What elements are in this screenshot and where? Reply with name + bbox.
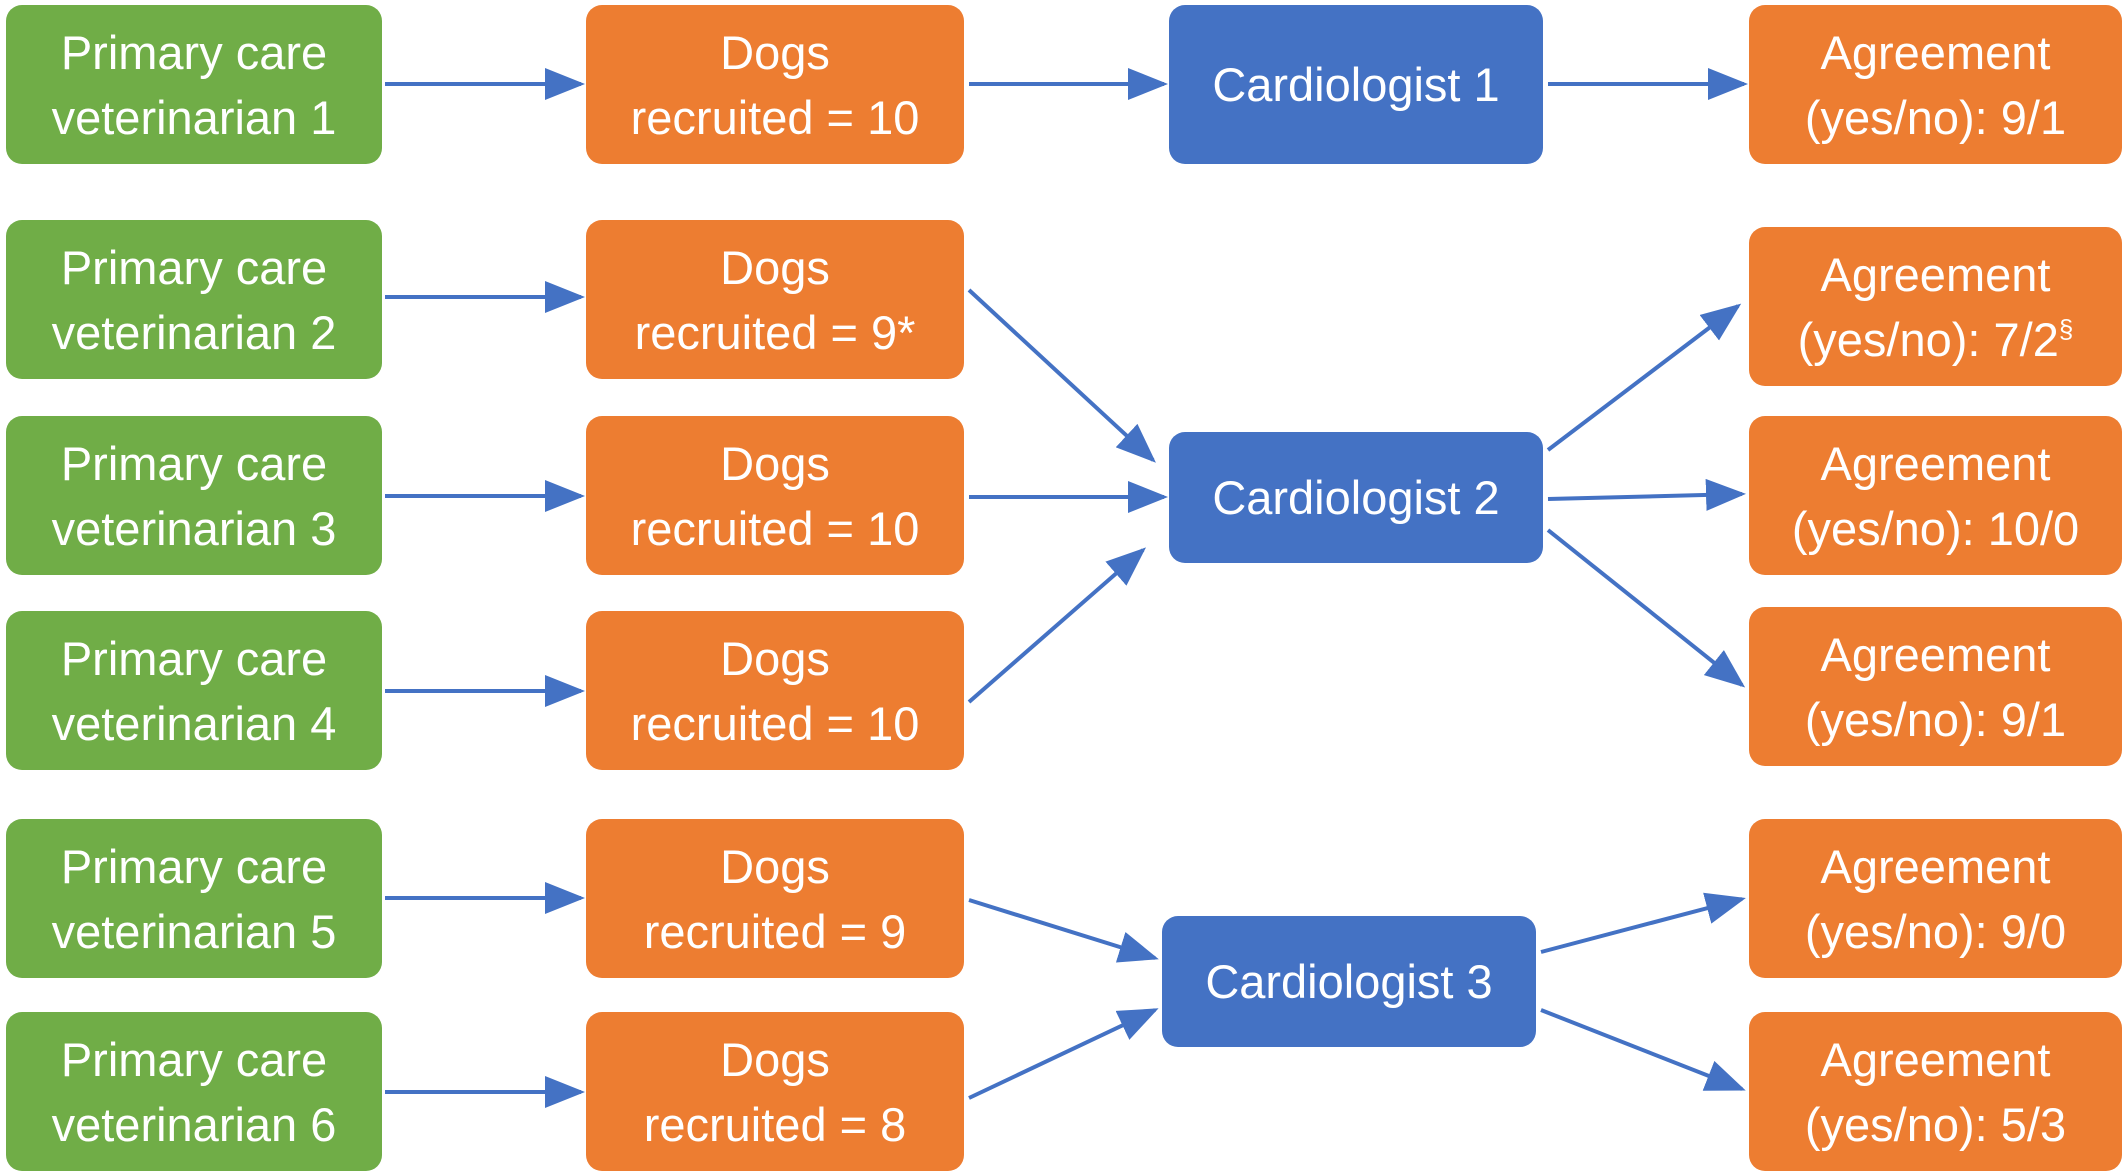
vet-box-5-line2: veterinarian 5 <box>51 904 337 958</box>
arrow-dogs6-cardio3 <box>968 1008 1159 1100</box>
arrow-cardio2-agree2 <box>1546 303 1742 452</box>
dogs-box-6: Dogs recruited = 8 <box>586 1012 964 1171</box>
arrow-dogs5-cardio3 <box>968 898 1159 963</box>
dogs-box-3-line1: Dogs <box>720 436 830 490</box>
agreement-box-5: Agreement (yes/no): 9/0 <box>1749 819 2122 978</box>
agreement-box-3-line2: (yes/no): 10/0 <box>1791 501 2080 555</box>
vet-box-6-line1: Primary care <box>60 1032 328 1086</box>
arrow-cardio3-agree5 <box>1540 892 1746 954</box>
vet-box-5: Primary care veterinarian 5 <box>6 819 382 978</box>
dogs-box-1: Dogs recruited = 10 <box>586 5 964 164</box>
arrow-dogs4-cardio2 <box>967 547 1147 704</box>
arrow-cardio2-agree4 <box>1546 528 1746 688</box>
dogs-box-1-line1: Dogs <box>720 25 830 79</box>
agreement-box-4: Agreement (yes/no): 9/1 <box>1749 607 2122 766</box>
dogs-box-1-line2: recruited = 10 <box>630 90 920 144</box>
vet-box-6: Primary care veterinarian 6 <box>6 1012 382 1171</box>
arrow-cardio2-agree3 <box>1547 478 1746 511</box>
cardiologist-box-1: Cardiologist 1 <box>1169 5 1543 164</box>
vet-box-4-line2: veterinarian 4 <box>51 696 337 750</box>
vet-box-4-line1: Primary care <box>60 631 328 685</box>
vet-box-2-line2: veterinarian 2 <box>51 305 337 359</box>
agreement-box-6-line2: (yes/no): 5/3 <box>1804 1097 2067 1151</box>
vet-box-1: Primary care veterinarian 1 <box>6 5 382 164</box>
dogs-box-3-line2: recruited = 10 <box>630 501 920 555</box>
agreement-box-3-line1: Agreement <box>1820 436 2051 490</box>
dogs-box-2-line1: Dogs <box>720 240 830 294</box>
agreement-box-6: Agreement (yes/no): 5/3 <box>1749 1012 2122 1171</box>
cardiologist-box-1-label: Cardiologist 1 <box>1212 58 1500 111</box>
arrow-cardio3-agree6 <box>1540 1008 1746 1091</box>
agreement-box-1-line1: Agreement <box>1820 25 2051 79</box>
agreement-box-5-line1: Agreement <box>1820 839 2051 893</box>
vet-box-1-line2: veterinarian 1 <box>51 90 337 144</box>
vet-box-6-line2: veterinarian 6 <box>51 1097 337 1151</box>
agreement-box-2-line1: Agreement <box>1820 247 2051 301</box>
vet-box-5-line1: Primary care <box>60 839 328 893</box>
dogs-box-6-line2: recruited = 8 <box>643 1097 907 1151</box>
vet-box-2-line1: Primary care <box>60 240 328 294</box>
vet-box-1-line1: Primary care <box>60 25 328 79</box>
vet-box-4: Primary care veterinarian 4 <box>6 611 382 770</box>
cardiologist-box-3: Cardiologist 3 <box>1162 916 1536 1047</box>
dogs-box-5-line1: Dogs <box>720 839 830 893</box>
dogs-box-2: Dogs recruited = 9* <box>586 220 964 379</box>
dogs-box-3: Dogs recruited = 10 <box>586 416 964 575</box>
agreement-box-5-line2: (yes/no): 9/0 <box>1804 904 2067 958</box>
dogs-box-6-line1: Dogs <box>720 1032 830 1086</box>
agreement-box-3: Agreement (yes/no): 10/0 <box>1749 416 2122 575</box>
agreement-box-2-line2: (yes/no): 7/2 <box>1797 312 2059 366</box>
agreement-box-6-line1: Agreement <box>1820 1032 2051 1086</box>
cardiologist-box-2: Cardiologist 2 <box>1169 432 1543 563</box>
vet-box-3-line2: veterinarian 3 <box>51 501 337 555</box>
agreement-box-4-line2: (yes/no): 9/1 <box>1804 692 2067 746</box>
arrow-dogs2-cardio2 <box>967 288 1156 463</box>
dogs-box-4: Dogs recruited = 10 <box>586 611 964 770</box>
vet-box-2: Primary care veterinarian 2 <box>6 220 382 379</box>
dogs-box-5-line2: recruited = 9 <box>643 904 907 958</box>
cardiologist-box-3-label: Cardiologist 3 <box>1205 955 1493 1008</box>
dogs-box-5: Dogs recruited = 9 <box>586 819 964 978</box>
dogs-box-4-line1: Dogs <box>720 631 830 685</box>
agreement-box-2: Agreement (yes/no): 7/2§ <box>1749 227 2122 386</box>
agreement-box-2-footnote-mark: § <box>2058 313 2074 344</box>
cardiologist-box-2-label: Cardiologist 2 <box>1212 471 1500 524</box>
vet-box-3-line1: Primary care <box>60 436 328 490</box>
dogs-box-4-line2: recruited = 10 <box>630 696 920 750</box>
agreement-box-1-line2: (yes/no): 9/1 <box>1804 90 2067 144</box>
agreement-box-4-line1: Agreement <box>1820 627 2051 681</box>
agreement-box-1: Agreement (yes/no): 9/1 <box>1749 5 2122 164</box>
dogs-box-2-line2: recruited = 9* <box>634 305 916 359</box>
vet-box-3: Primary care veterinarian 3 <box>6 416 382 575</box>
